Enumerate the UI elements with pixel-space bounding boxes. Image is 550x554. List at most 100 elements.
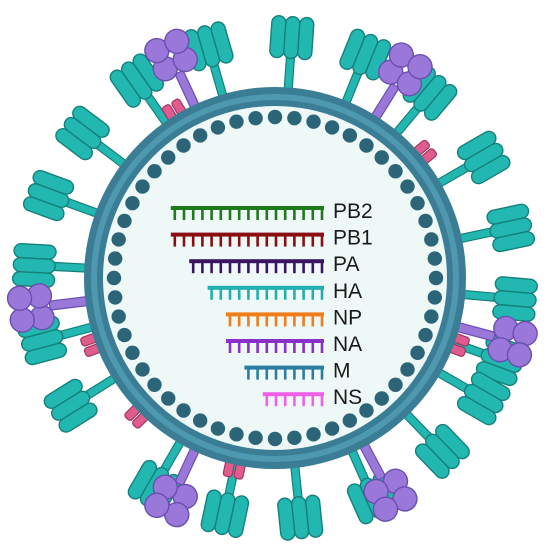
matrix-protein-dot	[176, 403, 191, 418]
rna-segment-tooth	[247, 314, 250, 327]
rna-segment-tooth	[228, 234, 232, 247]
rna-segment-tooth	[274, 341, 278, 353]
hemagglutinin-head-lobe	[277, 497, 296, 541]
hemagglutinin-head-lobe	[72, 105, 110, 138]
hemagglutinin-spike	[183, 21, 234, 102]
rna-segment-tooth	[302, 341, 305, 353]
neuraminidase-spike	[144, 28, 201, 112]
rna-segment-label: NP	[333, 306, 362, 329]
rna-segment-tooth	[311, 314, 315, 327]
rna-segment-tooth	[293, 314, 296, 327]
matrix-protein-dot	[287, 430, 302, 446]
matrix-protein-dot	[192, 413, 208, 428]
matrix-protein-dot	[374, 150, 389, 165]
rna-segment-tooth	[191, 208, 195, 220]
rna-segment-tooth	[256, 208, 259, 220]
rna-segment-tooth	[256, 341, 259, 353]
rna-segment-label: PB2	[333, 200, 373, 223]
neuraminidase-head-subunit	[164, 28, 190, 55]
matrix-protein-dot	[161, 150, 176, 165]
neuraminidase-spike	[452, 315, 538, 368]
rna-segment-pb1: PB1	[170, 227, 373, 250]
rna-segment-tooth	[293, 341, 296, 353]
rna-segment-tooth	[247, 287, 250, 300]
rna-segment-tooth	[265, 208, 269, 220]
hemagglutinin-head-lobe	[43, 378, 83, 409]
rna-segment-tooth	[293, 394, 296, 407]
rna-segment-label: PB1	[333, 227, 373, 250]
matrix-protein-dot	[388, 164, 403, 179]
hemagglutinin-spike	[109, 53, 172, 129]
rna-segment-tooth	[265, 314, 269, 327]
rna-segment-tooth	[173, 208, 177, 220]
rna-segment-tooth	[320, 261, 324, 274]
matrix-protein-dot	[359, 138, 374, 153]
rna-segment-tooth	[256, 261, 259, 274]
rna-segment-tooth	[247, 367, 250, 380]
matrix-protein-dot	[400, 362, 415, 377]
matrix-protein-dot	[147, 377, 162, 392]
rna-segment-pa: PA	[189, 253, 359, 276]
rna-segment-tooth	[210, 261, 213, 274]
rna-segment-tooth	[201, 208, 204, 220]
rna-segment-label: HA	[333, 280, 362, 303]
rna-segment-tooth	[210, 287, 213, 300]
rna-segment-tooth	[265, 341, 269, 353]
rna-segment-tooth	[274, 314, 278, 327]
matrix-protein-dot	[418, 327, 433, 343]
matrix-protein-dot	[125, 345, 140, 361]
hemagglutinin-spike	[458, 276, 538, 322]
rna-segment-tooth	[237, 341, 241, 353]
rna-segment-tooth	[219, 234, 223, 247]
rna-segment-tooth	[274, 287, 278, 300]
rna-segment-tooth	[265, 287, 269, 300]
matrix-protein-dot	[306, 427, 321, 442]
rna-segment-label: M	[333, 360, 351, 383]
matrix-protein-dot	[428, 270, 444, 286]
matrix-protein-dot	[427, 290, 443, 305]
matrix-protein-dot	[210, 120, 226, 135]
rna-segment-tooth	[283, 341, 287, 353]
matrix-protein-dot	[147, 164, 162, 179]
rna-segment-tooth	[311, 367, 315, 380]
hemagglutinin-spike	[55, 105, 130, 170]
matrix-protein-dot	[135, 362, 150, 377]
hemagglutinin-head-lobe	[127, 459, 158, 500]
rna-segment-tooth	[320, 314, 324, 327]
matrix-protein-dot	[400, 179, 415, 194]
rna-segment-tooth	[302, 234, 305, 247]
matrix-protein-dot	[342, 128, 358, 143]
rna-segment-tooth	[320, 367, 324, 380]
neuraminidase-spike	[358, 439, 418, 522]
rna-segment-tooth	[228, 208, 232, 220]
neuraminidase-head-subunit	[6, 285, 33, 311]
rna-segment-tooth	[210, 234, 213, 247]
rna-segment-tooth	[247, 261, 250, 274]
rna-segment-tooth	[219, 208, 223, 220]
hemagglutinin-spike	[455, 203, 536, 253]
hemagglutinin-head-lobe	[210, 21, 234, 64]
virion-interior	[103, 106, 447, 450]
matrix-protein-dot	[424, 309, 439, 324]
matrix-protein-dot	[267, 109, 283, 125]
matrix-protein-dot	[248, 430, 263, 446]
matrix-protein-dot	[287, 110, 302, 126]
rna-segment-ns: NS	[262, 386, 362, 409]
rna-segment-tooth	[302, 367, 305, 380]
matrix-protein-dot	[210, 421, 226, 436]
rna-segment-tooth	[237, 287, 241, 300]
rna-segment-tooth	[293, 287, 296, 300]
rna-segment-tooth	[256, 367, 259, 380]
matrix-protein-dot	[125, 195, 140, 211]
matrix-protein-dot	[424, 232, 439, 247]
rna-segment-tooth	[256, 314, 259, 327]
rna-segment-tooth	[256, 287, 259, 300]
rna-segment-tooth	[247, 341, 250, 353]
matrix-protein-dot	[106, 270, 122, 286]
hemagglutinin-spike	[277, 461, 324, 541]
matrix-protein-layer	[106, 109, 444, 447]
neuraminidase-head-subunit	[372, 496, 399, 522]
hemagglutinin-head-lobe	[423, 83, 458, 121]
rna-segment-tooth	[265, 367, 269, 380]
